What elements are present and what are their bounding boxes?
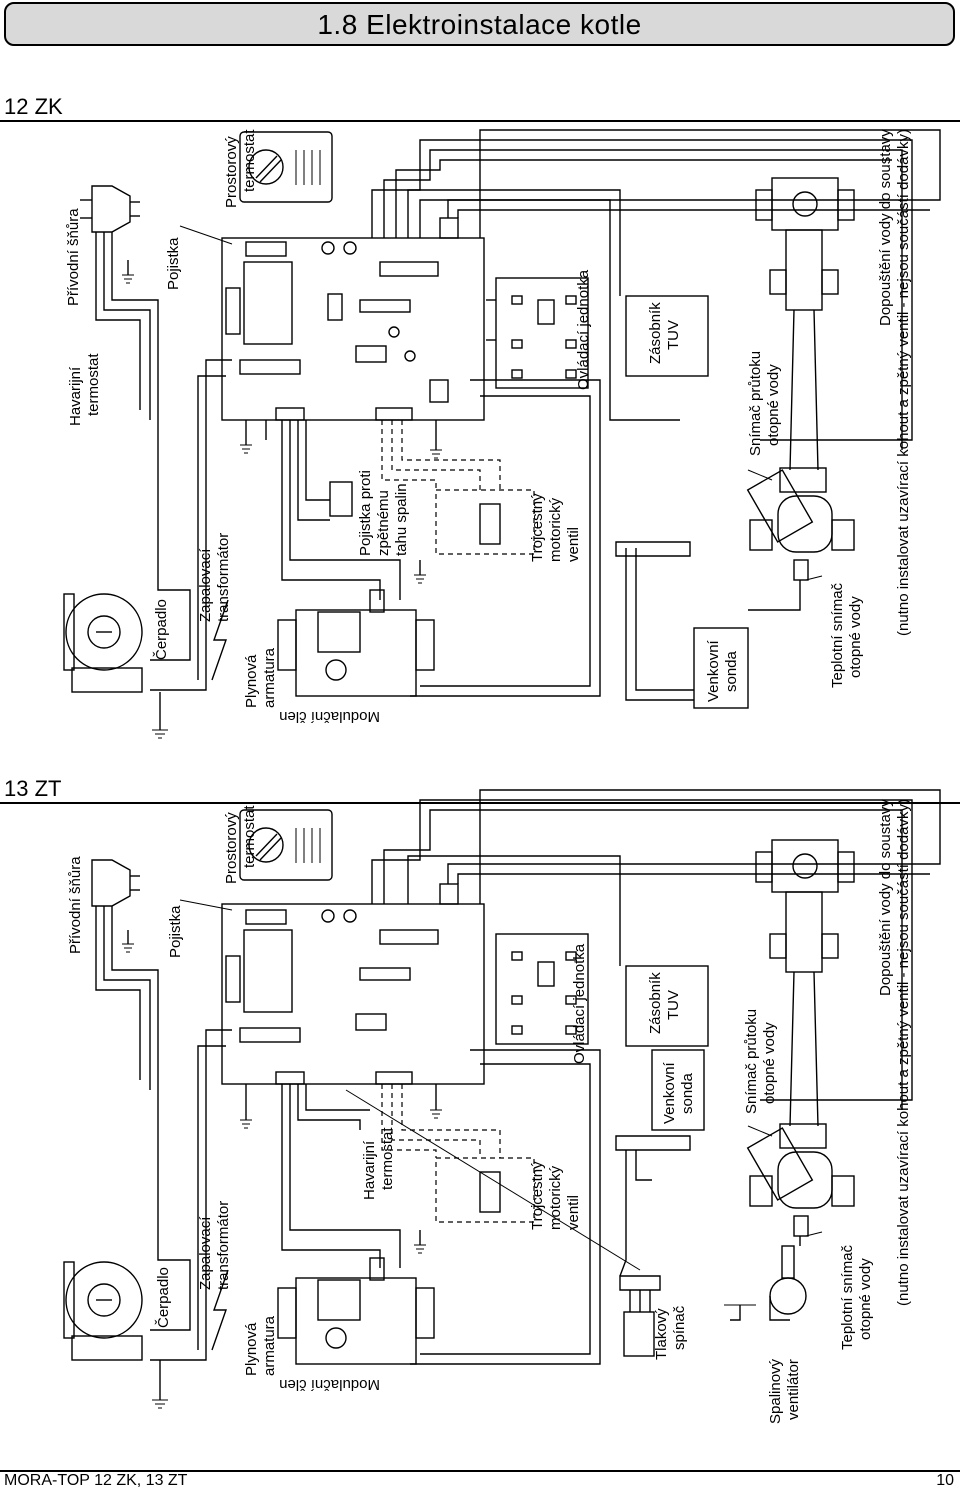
label-flow-sensor-2: otopné vody [761,1022,778,1104]
label-tuv: Zásobník [647,302,664,364]
label-temp-sensor: Teplotní snímač [839,1244,856,1350]
label-pointers [179,899,823,1237]
label-water-fill: Dopouštění vody do soustavy [877,129,894,326]
label-ignition-transformer-2: transformátor [215,533,232,622]
label-gas-valve: Plynová [243,1322,260,1376]
label-three-way-valve-2: motorický [547,1165,564,1230]
label-emergency-thermostat-2: termostat [85,353,102,416]
label-room-thermostat: Prostorový [223,136,240,208]
section-label-13zt: 13 ZT [4,776,62,801]
label-power-cord: Přívodní šňůra [67,856,84,954]
label-ignition-transformer: Zapalovací [197,548,214,622]
label-water-fill-2: (nutno instalovat uzavírací kohout a zpě… [895,799,912,1306]
label-temp-sensor-2: otopné vody [857,1258,874,1340]
label-ignition-transformer-2: transformátor [215,1201,232,1290]
control-unit-panel [486,277,589,389]
label-emergency-thermostat: Havarijní [361,1140,378,1200]
label-flue-fan-2: ventilátor [785,1359,802,1420]
label-modulation: Modulační člen [279,1376,380,1393]
label-water-fill: Dopouštění vody do soustavy [877,799,894,996]
label-flue-safety-2: zpětnému [375,490,392,556]
label-fuse: Pojistka [167,905,184,958]
label-flow-sensor: Snímač průtoku [747,351,764,456]
tuv-storage-box [625,965,709,1047]
label-three-way-valve-3: ventil [565,527,582,562]
label-pressure-switch-2: spínač [671,1305,688,1350]
pump-icon [63,1261,143,1361]
label-emergency-thermostat-2: termostat [379,1127,396,1190]
power-plug-icon [80,185,140,260]
label-control-unit: Ovládací jednotka [571,943,588,1064]
label-room-thermostat-2: termostat [241,805,258,868]
flue-safety-icon [329,481,353,517]
label-outdoor-sensor-2: sonda [679,1072,696,1114]
label-flue-fan: Spalinový [767,1358,784,1424]
label-three-way-valve-2: motorický [547,497,564,562]
main-control-board [221,883,485,1085]
footer-rule [0,1470,960,1472]
label-flue-safety-3: tahu spalin [393,483,410,556]
label-flue-safety: Pojistka proti [357,470,374,556]
pump-icon [63,593,143,693]
label-emergency-thermostat: Havarijní [67,366,84,426]
label-room-thermostat-2: termostat [241,129,258,192]
page-title: 1.8 Elektroinstalace kotle [317,9,642,40]
control-unit-panel [495,933,589,1045]
three-way-valve-icon [435,1157,535,1223]
label-modulation: Modulační člen [279,708,380,725]
hydraulic-group-icon [746,177,855,581]
label-pressure-switch: Tlakový [653,1308,670,1360]
label-tuv-2: TUV [665,990,682,1020]
wiring-lines [95,129,941,739]
label-outdoor-sensor: Venkovní [661,1061,678,1124]
label-ignition-transformer: Zapalovací [197,1216,214,1290]
label-control-unit: Ovládací jednotka [575,269,592,390]
label-tuv: Zásobník [647,972,664,1034]
section-label-12zk: 12 ZK [4,94,63,119]
label-gas-valve: Plynová [243,654,260,708]
page-number: 10 [936,1472,954,1489]
footer-model: MORA-TOP 12 ZK, 13 ZT [4,1472,188,1489]
label-water-fill-2: (nutno instalovat uzavírací kohout a zpě… [895,129,912,636]
gas-valve-icon [277,589,435,697]
label-three-way-valve: Trojcestný [529,1161,546,1230]
label-gas-valve-2: armatura [261,1315,278,1376]
label-three-way-valve-3: ventil [565,1195,582,1230]
label-outdoor-sensor-2: sonda [723,650,740,692]
label-temp-sensor: Teplotní snímač [829,582,846,688]
label-outdoor-sensor: Venkovní [705,639,722,702]
label-power-cord: Přívodní šňůra [65,208,82,306]
label-pointers [179,225,823,581]
label-pump: Čerpadlo [155,1267,172,1328]
label-pump: Čerpadlo [153,599,170,660]
power-plug-icon [91,859,140,940]
label-flow-sensor-2: otopné vody [765,364,782,446]
tuv-storage-box [625,295,709,377]
room-thermostat-icon [239,131,333,203]
label-gas-valve-2: armatura [261,647,278,708]
flue-fan-icon [769,1245,807,1321]
label-three-way-valve: Trojcestný [529,493,546,562]
outdoor-sensor-box [651,1049,705,1131]
page-title-bar: 1.8 Elektroinstalace kotle [4,2,955,46]
gas-valve-icon [277,1257,435,1365]
wiring-lines [95,789,941,1409]
label-room-thermostat: Prostorový [223,812,240,884]
three-way-valve-icon [435,489,535,555]
pressure-switch-icon [619,1275,661,1357]
section-rule [0,120,960,122]
label-fuse: Pojistka [165,237,182,290]
main-control-board [221,217,485,421]
label-tuv-2: TUV [665,320,682,350]
outdoor-sensor-box [693,627,749,709]
label-flow-sensor: Snímač průtoku [743,1009,760,1114]
label-temp-sensor-2: otopné vody [847,596,864,678]
room-thermostat-icon [239,809,333,881]
